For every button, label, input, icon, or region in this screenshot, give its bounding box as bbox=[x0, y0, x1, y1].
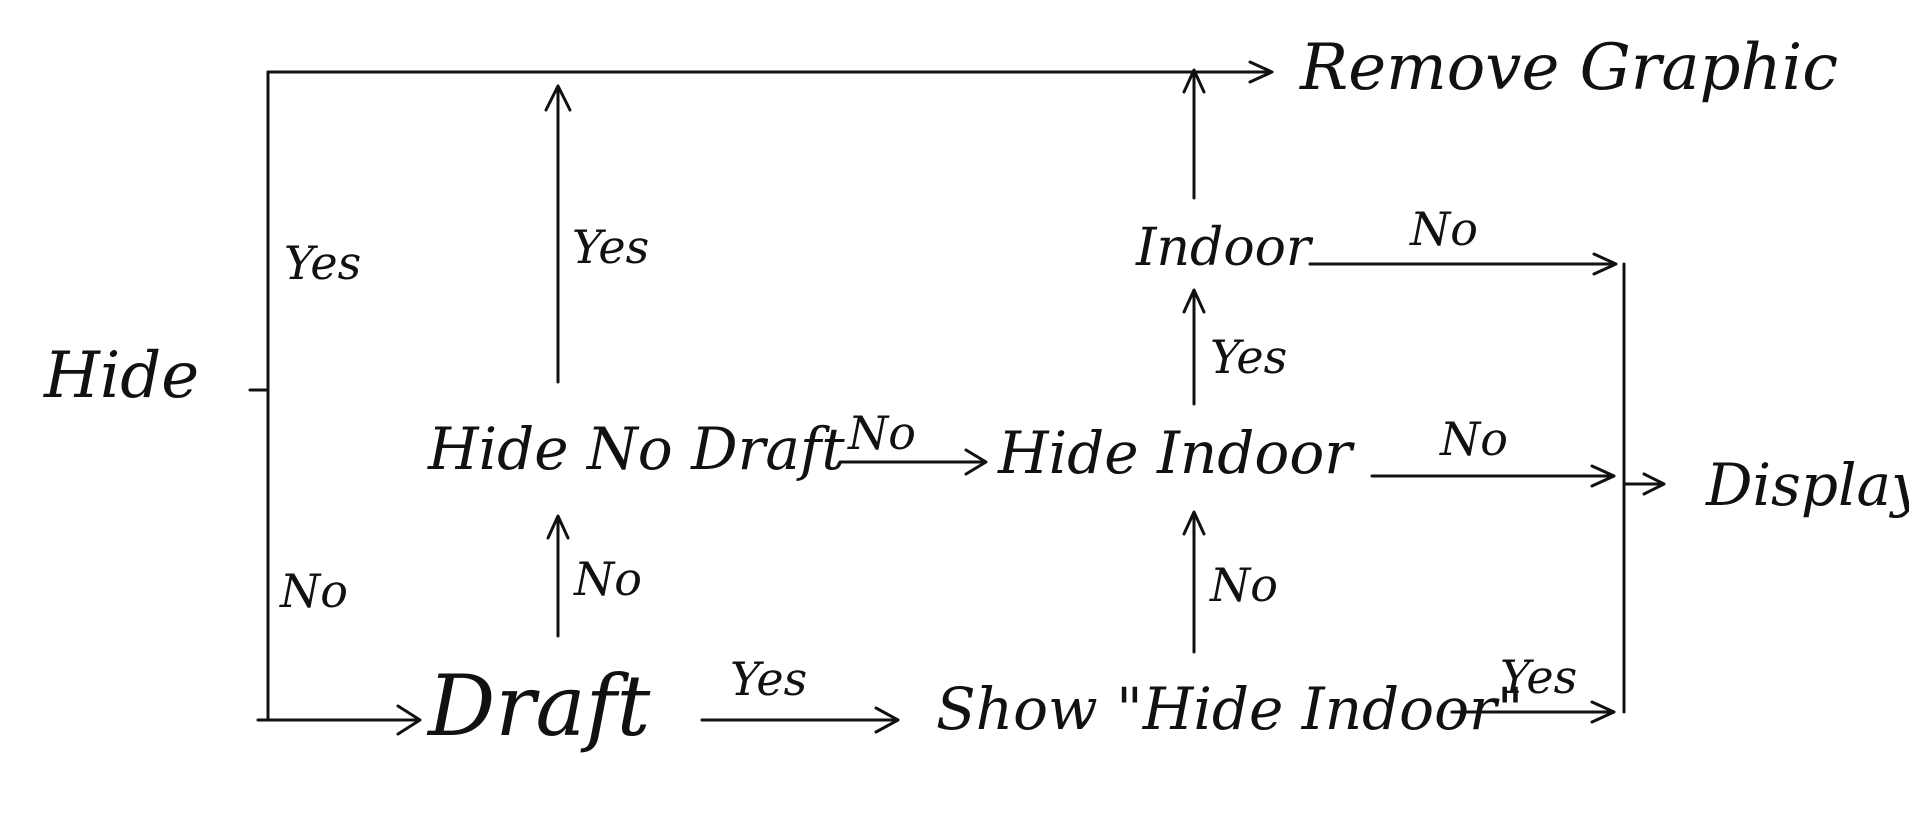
node-indoor: Indoor bbox=[1136, 218, 1311, 278]
hide-yes-arrowhead bbox=[1248, 60, 1274, 84]
edge-label-hide-no-draft-no: No bbox=[848, 406, 916, 460]
hide-no-draft-no-arrowhead bbox=[964, 448, 988, 476]
edge-label-hide-no-draft-yes: Yes bbox=[572, 220, 650, 274]
node-remove-graphic: Remove Graphic bbox=[1300, 31, 1839, 105]
edge-label-hide-indoor-no: No bbox=[1440, 412, 1508, 466]
node-draft: Draft bbox=[428, 657, 651, 755]
edge-label-draft-no: No bbox=[574, 552, 642, 606]
edge-label-hide-yes: Yes bbox=[284, 236, 362, 290]
node-hide: Hide bbox=[44, 339, 200, 413]
hide-indoor-yes-arrowhead bbox=[1182, 288, 1206, 314]
show-hide-indoor-no-arrowhead bbox=[1182, 510, 1206, 536]
edge-label-indoor-no: No bbox=[1410, 202, 1478, 256]
edge-label-draft-yes: Yes bbox=[730, 652, 808, 706]
indoor-no-arrowhead bbox=[1592, 252, 1618, 276]
draft-no-arrowhead bbox=[546, 514, 570, 540]
edge-label-hide-no: No bbox=[280, 564, 348, 618]
edge-label-hide-indoor-yes: Yes bbox=[1210, 330, 1288, 384]
indoor-yes-arrowhead bbox=[1182, 68, 1206, 94]
hide-no-arrowhead bbox=[396, 704, 422, 736]
edge-label-show-hide-indoor-no: No bbox=[1210, 558, 1278, 612]
hide-no-draft-yes-arrowhead bbox=[544, 84, 572, 112]
draft-yes-arrowhead bbox=[874, 706, 900, 734]
display-arrowhead bbox=[1642, 472, 1666, 496]
node-hide-no-draft: Hide No Draft bbox=[428, 415, 845, 483]
node-hide-indoor: Hide Indoor bbox=[998, 419, 1352, 487]
hide-indoor-no-arrowhead bbox=[1590, 464, 1616, 488]
node-display: Display bbox=[1706, 451, 1909, 519]
show-hide-indoor-yes-arrowhead bbox=[1590, 700, 1616, 724]
node-show-hide-indoor: Show "Hide Indoor" bbox=[936, 675, 1524, 743]
edge-label-show-hide-indoor-yes: Yes bbox=[1500, 650, 1578, 704]
